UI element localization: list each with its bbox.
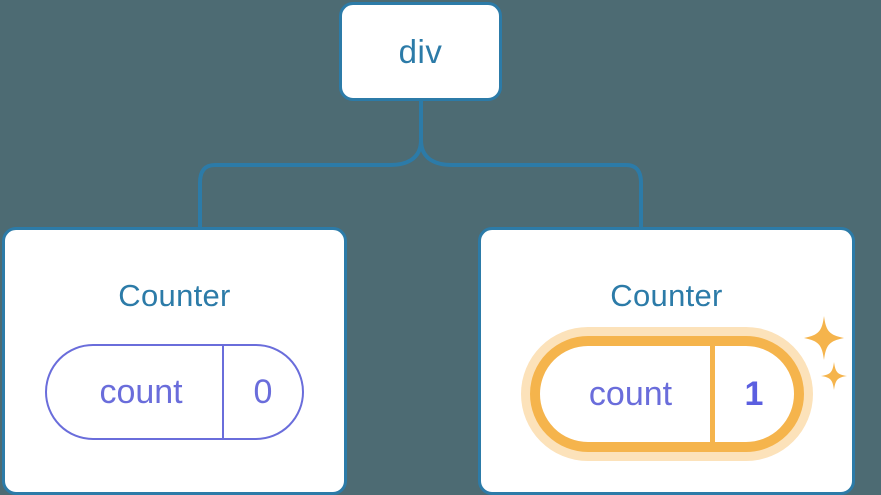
state-key: count	[99, 373, 183, 411]
state-pill-highlighted[interactable]: count 1	[529, 336, 804, 452]
state-value: 1	[709, 346, 794, 442]
state-pill[interactable]: count 0	[44, 344, 305, 440]
sparkle-large-icon	[803, 316, 844, 360]
state-key: count	[588, 375, 673, 413]
counter-title: Counter	[610, 278, 723, 313]
node-counter-right[interactable]: Counter count 1	[478, 227, 855, 495]
connector-left-branch	[198, 138, 423, 229]
state-value: 0	[221, 346, 303, 438]
node-div-label: div	[398, 33, 443, 70]
state-pill-wrap: count 0	[44, 344, 305, 440]
sparkle-small-icon	[820, 362, 847, 390]
counter-title: Counter	[118, 278, 231, 313]
node-counter-left[interactable]: Counter count 0	[2, 227, 347, 495]
state-pill-wrap-highlighted: count 1	[529, 316, 847, 452]
node-div[interactable]: div	[339, 2, 502, 101]
connector-right-branch	[419, 138, 643, 229]
